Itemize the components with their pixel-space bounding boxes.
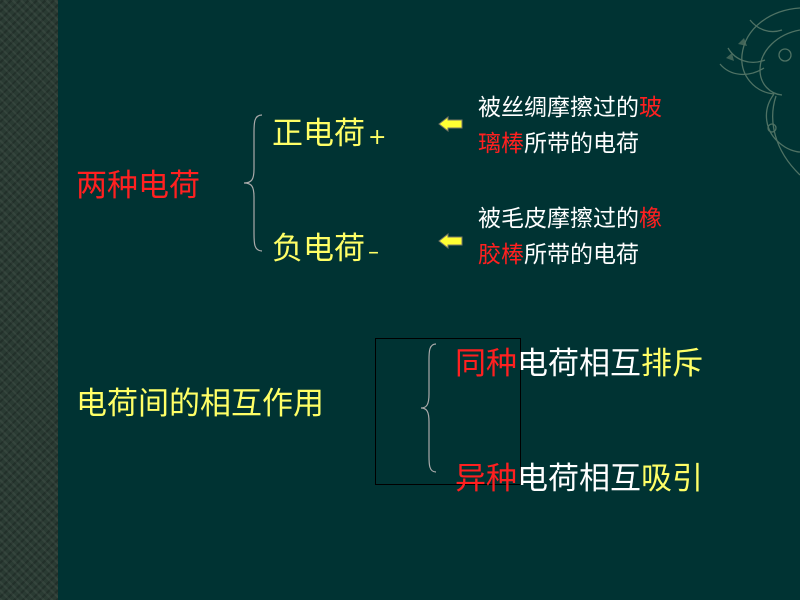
negative-charge-label: 负电荷– [272,231,379,267]
brace-interaction [420,343,437,473]
section-title-two-charges: 两种电荷 [76,168,200,204]
positive-charge-label: 正电荷+ [272,116,387,152]
section-title-interaction: 电荷间的相互作用 [76,386,324,422]
rule-like-charges-repel: 同种电荷相互排斥 [455,346,703,382]
decorative-left-strip [0,0,58,600]
arrow-left-icon [438,233,463,249]
highlight-box [375,338,521,485]
rule-unlike-charges-attract: 异种电荷相互吸引 [455,461,703,497]
arrow-left-icon [438,116,463,132]
negative-charge-description: 被毛皮摩擦过的橡 胶棒所带的电荷 [478,206,662,268]
positive-charge-description: 被丝绸摩擦过的玻 璃棒所带的电荷 [478,95,662,157]
brace-two-charges [243,114,263,252]
decorative-ornament [719,7,800,176]
